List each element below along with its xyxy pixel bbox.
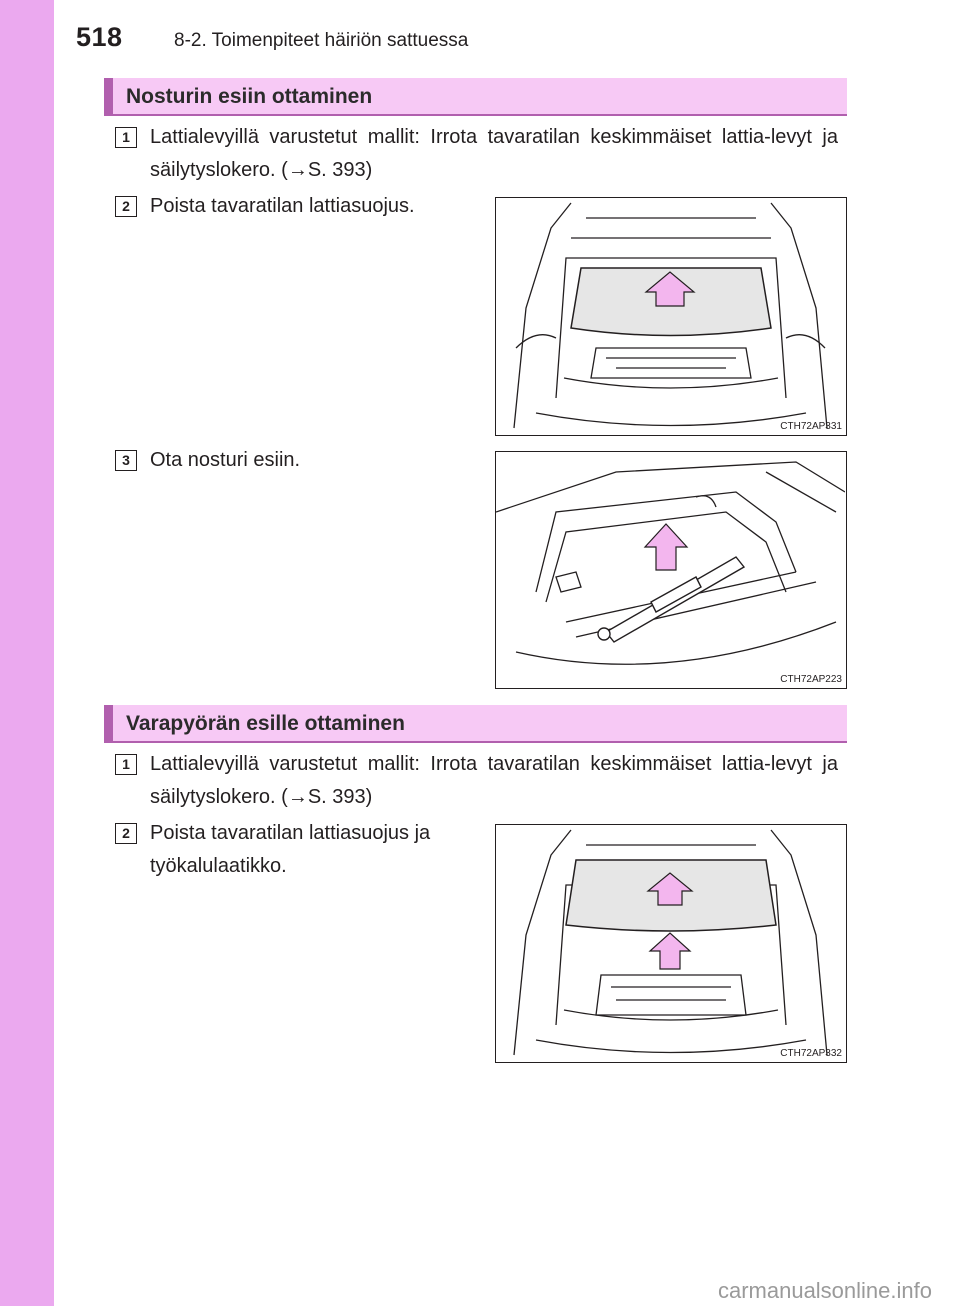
section-title: Nosturin esiin ottaminen bbox=[126, 85, 373, 108]
step-text: Lattialevyillä varustetut mallit: Irrota… bbox=[150, 126, 838, 181]
illustration-luggage-floor-cover: CTH72AP331 bbox=[495, 197, 847, 436]
illustration-jack-removal: CTH72AP223 bbox=[495, 451, 847, 689]
chapter-title: 8-2. Toimenpiteet häiriön sattuessa bbox=[174, 30, 469, 51]
chapter-sidebar-strip bbox=[0, 0, 54, 1306]
luggage-compartment-drawing bbox=[513, 829, 828, 1056]
watermark: carmanualsonline.info bbox=[717, 1278, 932, 1303]
step-number: 1 bbox=[115, 754, 137, 775]
section-title: Varapyörän esille ottaminen bbox=[126, 712, 405, 735]
figure-code: CTH72AP331 bbox=[780, 421, 842, 432]
step-number: 2 bbox=[115, 823, 137, 844]
section-header-jack: Nosturin esiin ottaminen bbox=[104, 78, 847, 116]
step-text: Poista tavaratilan lattiasuojus. bbox=[150, 195, 415, 217]
step-text: Ota nosturi esiin. bbox=[150, 449, 301, 471]
step-number: 3 bbox=[115, 450, 137, 471]
figure-code: CTH72AP332 bbox=[780, 1048, 842, 1059]
section-header-spare-tire: Varapyörän esille ottaminen bbox=[104, 705, 847, 743]
jack-compartment-drawing bbox=[496, 461, 845, 665]
step-number: 1 bbox=[115, 127, 137, 148]
page-number: 518 bbox=[76, 22, 123, 52]
step-number: 2 bbox=[115, 196, 137, 217]
figure-code: CTH72AP223 bbox=[780, 674, 842, 685]
step-text: Poista tavaratilan lattiasuojus ja työka… bbox=[150, 822, 431, 877]
step-text: Lattialevyillä varustetut mallit: Irrota… bbox=[150, 753, 838, 808]
luggage-compartment-drawing bbox=[513, 202, 828, 429]
illustration-floor-cover-toolbox: CTH72AP332 bbox=[495, 824, 847, 1063]
